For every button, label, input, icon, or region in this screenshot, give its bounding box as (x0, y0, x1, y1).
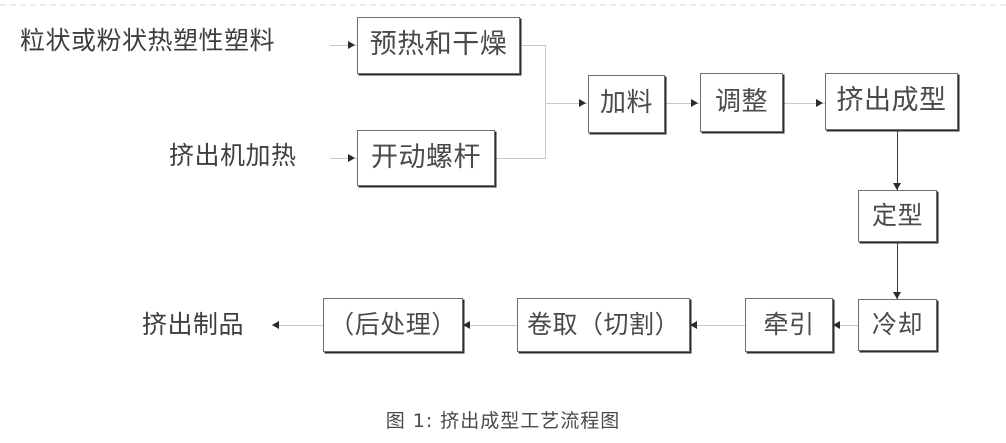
connector-sizing-to-cooling (897, 242, 898, 299)
output-label-product: 挤出制品 (142, 310, 245, 339)
connector-hauling-to-winding (690, 325, 745, 326)
node-adjusting[interactable]: 调整 (700, 73, 783, 132)
connector-adjusting-to-extrusion (783, 103, 825, 104)
arrowhead-sizing-to-cooling (893, 292, 901, 299)
node-hauling-label: 牵引 (763, 309, 815, 339)
node-sizing[interactable]: 定型 (858, 190, 937, 242)
connector-junction-to-feeding (545, 103, 588, 104)
arrowhead-adjusting-to-extrusion (816, 99, 823, 107)
node-winding-cut-label: 卷取（切割） (526, 309, 680, 339)
connector-screw-to-junction (495, 158, 546, 159)
arrowhead-postprocess-to-product (272, 321, 279, 329)
node-cooling-label: 冷却 (871, 309, 923, 339)
input-label-heating: 挤出机加热 (169, 141, 297, 170)
connector-extrusion-to-sizing (897, 130, 898, 190)
node-feeding[interactable]: 加料 (588, 75, 665, 133)
connector-preheat-to-junction (520, 45, 546, 46)
node-post-process[interactable]: （后处理） (323, 298, 463, 352)
connector-feeding-to-adjusting (665, 103, 700, 104)
node-start-screw[interactable]: 开动螺杆 (357, 130, 495, 186)
node-preheat-dry-label: 预热和干燥 (369, 29, 508, 60)
node-sizing-label: 定型 (871, 200, 923, 230)
arrowhead-cooling-to-hauling (833, 321, 840, 329)
node-winding-cut[interactable]: 卷取（切割） (517, 298, 690, 352)
node-hauling[interactable]: 牵引 (745, 298, 833, 352)
figure-caption: 图 1: 挤出成型工艺流程图 (385, 410, 621, 432)
arrowhead-heating-to-screw (348, 154, 355, 162)
arrowhead-material-to-preheat (348, 41, 355, 49)
arrowhead-winding-to-postprocess (463, 321, 470, 329)
node-feeding-label: 加料 (599, 88, 653, 118)
arrowhead-hauling-to-winding (690, 321, 697, 329)
input-label-material: 粒状或粉状热塑性塑料 (20, 26, 276, 55)
node-extrusion[interactable]: 挤出成型 (825, 73, 958, 130)
arrowhead-extrusion-to-sizing (893, 183, 901, 190)
connector-cooling-to-hauling (833, 325, 858, 326)
connector-winding-to-postprocess (463, 325, 517, 326)
connector-junction-vertical (545, 45, 546, 158)
node-post-process-label: （后处理） (329, 309, 457, 339)
page-top-rule (0, 4, 1006, 6)
node-adjusting-label: 调整 (714, 86, 768, 117)
node-start-screw-label: 开动螺杆 (371, 141, 481, 173)
node-cooling[interactable]: 冷却 (858, 299, 937, 351)
connector-postprocess-to-product (272, 325, 323, 326)
connector-material-to-preheat (330, 45, 357, 46)
node-extrusion-label: 挤出成型 (836, 85, 947, 116)
arrowhead-feeding-to-adjusting (691, 99, 698, 107)
connector-heating-to-screw (330, 158, 357, 159)
arrowhead-junction-to-feeding (579, 99, 586, 107)
node-preheat-dry[interactable]: 预热和干燥 (357, 17, 520, 74)
